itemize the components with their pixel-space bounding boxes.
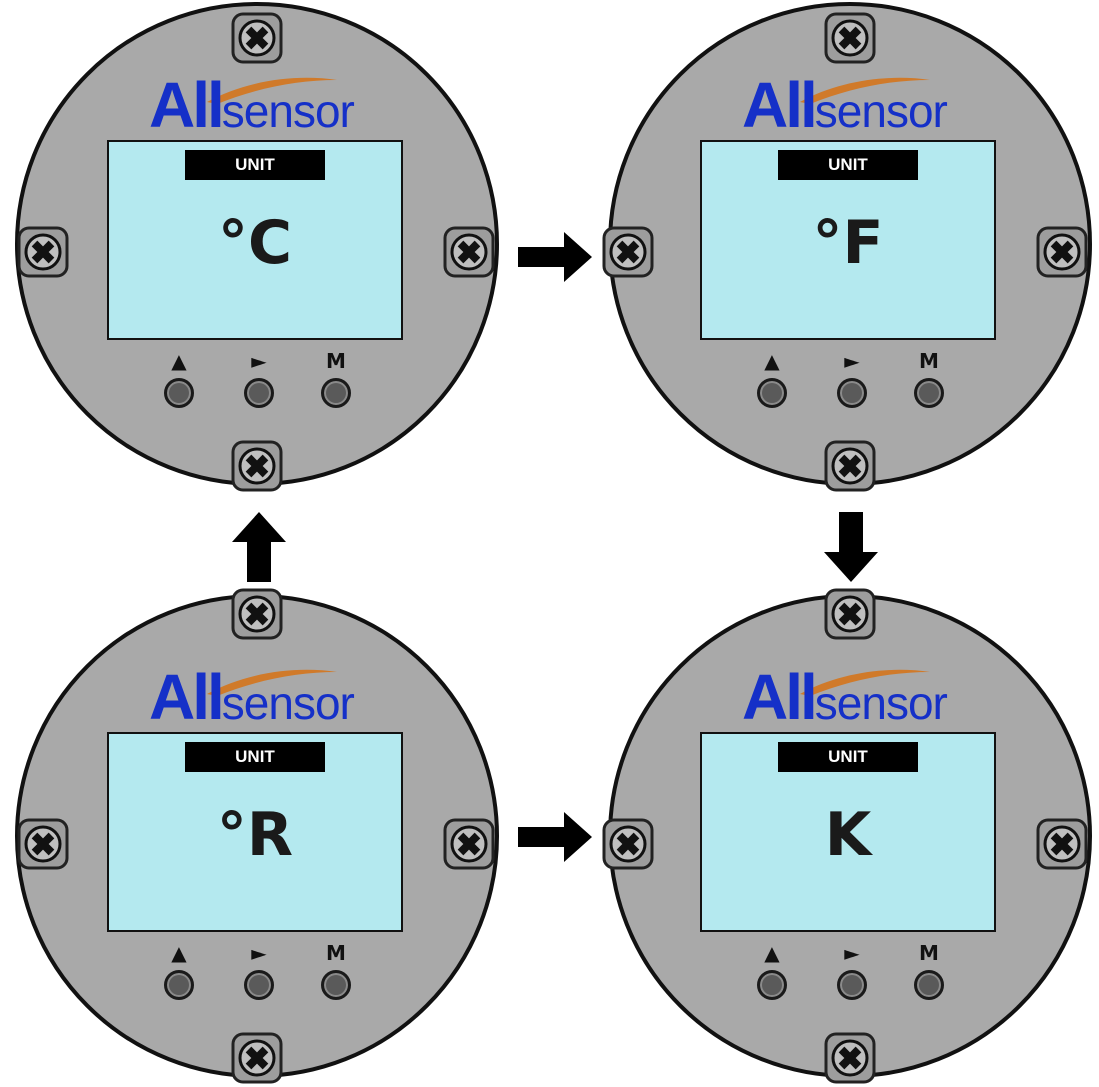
up-label: ▲ <box>764 941 780 965</box>
screw-icon <box>17 226 69 278</box>
lcd-screen: UNIT K <box>700 732 996 932</box>
screw-icon <box>1036 818 1088 870</box>
lcd-title: UNIT <box>778 742 918 772</box>
logo-swoosh-icon <box>207 77 337 104</box>
up-button[interactable] <box>757 378 787 408</box>
mode-label: M <box>326 349 346 373</box>
right-label: ► <box>844 941 860 965</box>
brand-logo: Allsensor <box>147 72 387 142</box>
logo-swoosh-icon <box>800 669 930 696</box>
brand-text-part1: All <box>742 69 818 141</box>
right-label: ► <box>251 349 267 373</box>
screw-icon <box>824 12 876 64</box>
right-label: ► <box>844 349 860 373</box>
up-button[interactable] <box>164 378 194 408</box>
up-button[interactable] <box>757 970 787 1000</box>
right-label: ► <box>251 941 267 965</box>
right-button[interactable] <box>837 970 867 1000</box>
screw-icon <box>17 818 69 870</box>
right-button[interactable] <box>244 378 274 408</box>
screw-icon <box>231 440 283 492</box>
up-label: ▲ <box>764 349 780 373</box>
lcd-value: K <box>824 800 872 870</box>
mode-button[interactable] <box>321 378 351 408</box>
brand-logo: Allsensor <box>147 664 387 734</box>
device-rankine: Allsensor UNIT °R ▲ ► M <box>7 586 507 1086</box>
screw-icon <box>602 226 654 278</box>
lcd-value: °C <box>217 208 293 278</box>
screw-icon <box>443 226 495 278</box>
mode-label: M <box>919 941 939 965</box>
lcd-screen: UNIT °C <box>107 140 403 340</box>
brand-text-part1: All <box>149 69 225 141</box>
mode-label: M <box>919 349 939 373</box>
screw-icon <box>1036 226 1088 278</box>
mode-label: M <box>326 941 346 965</box>
brand-text-part2: sensor <box>814 85 948 137</box>
arrow-right-icon <box>518 232 592 282</box>
screw-icon <box>824 1032 876 1084</box>
screw-icon <box>231 588 283 640</box>
right-button[interactable] <box>837 378 867 408</box>
lcd-screen: UNIT °R <box>107 732 403 932</box>
right-button[interactable] <box>244 970 274 1000</box>
lcd-title: UNIT <box>185 742 325 772</box>
brand-text-part1: All <box>149 661 225 733</box>
logo-swoosh-icon <box>207 669 337 696</box>
mode-button[interactable] <box>914 378 944 408</box>
brand-logo: Allsensor <box>740 664 980 734</box>
mode-button[interactable] <box>914 970 944 1000</box>
screw-icon <box>443 818 495 870</box>
screw-icon <box>824 440 876 492</box>
arrow-up-icon <box>232 512 286 582</box>
up-button[interactable] <box>164 970 194 1000</box>
up-label: ▲ <box>171 941 187 965</box>
device-fahrenheit: Allsensor UNIT °F ▲ ► M <box>600 0 1099 494</box>
lcd-screen: UNIT °F <box>700 140 996 340</box>
lcd-value: °R <box>216 800 294 870</box>
lcd-value: °F <box>812 208 884 278</box>
logo-swoosh-icon <box>800 77 930 104</box>
device-celsius: Allsensor UNIT °C ▲ ► M <box>7 0 507 494</box>
lcd-title: UNIT <box>185 150 325 180</box>
device-kelvin: Allsensor UNIT K ▲ ► M <box>600 586 1099 1086</box>
brand-text-part2: sensor <box>221 677 355 729</box>
screw-icon <box>231 1032 283 1084</box>
arrow-right-icon <box>518 812 592 862</box>
arrow-down-icon <box>824 512 878 582</box>
screw-icon <box>824 588 876 640</box>
up-label: ▲ <box>171 349 187 373</box>
mode-button[interactable] <box>321 970 351 1000</box>
brand-text-part2: sensor <box>814 677 948 729</box>
brand-text-part1: All <box>742 661 818 733</box>
brand-logo: Allsensor <box>740 72 980 142</box>
brand-text-part2: sensor <box>221 85 355 137</box>
screw-icon <box>602 818 654 870</box>
screw-icon <box>231 12 283 64</box>
lcd-title: UNIT <box>778 150 918 180</box>
